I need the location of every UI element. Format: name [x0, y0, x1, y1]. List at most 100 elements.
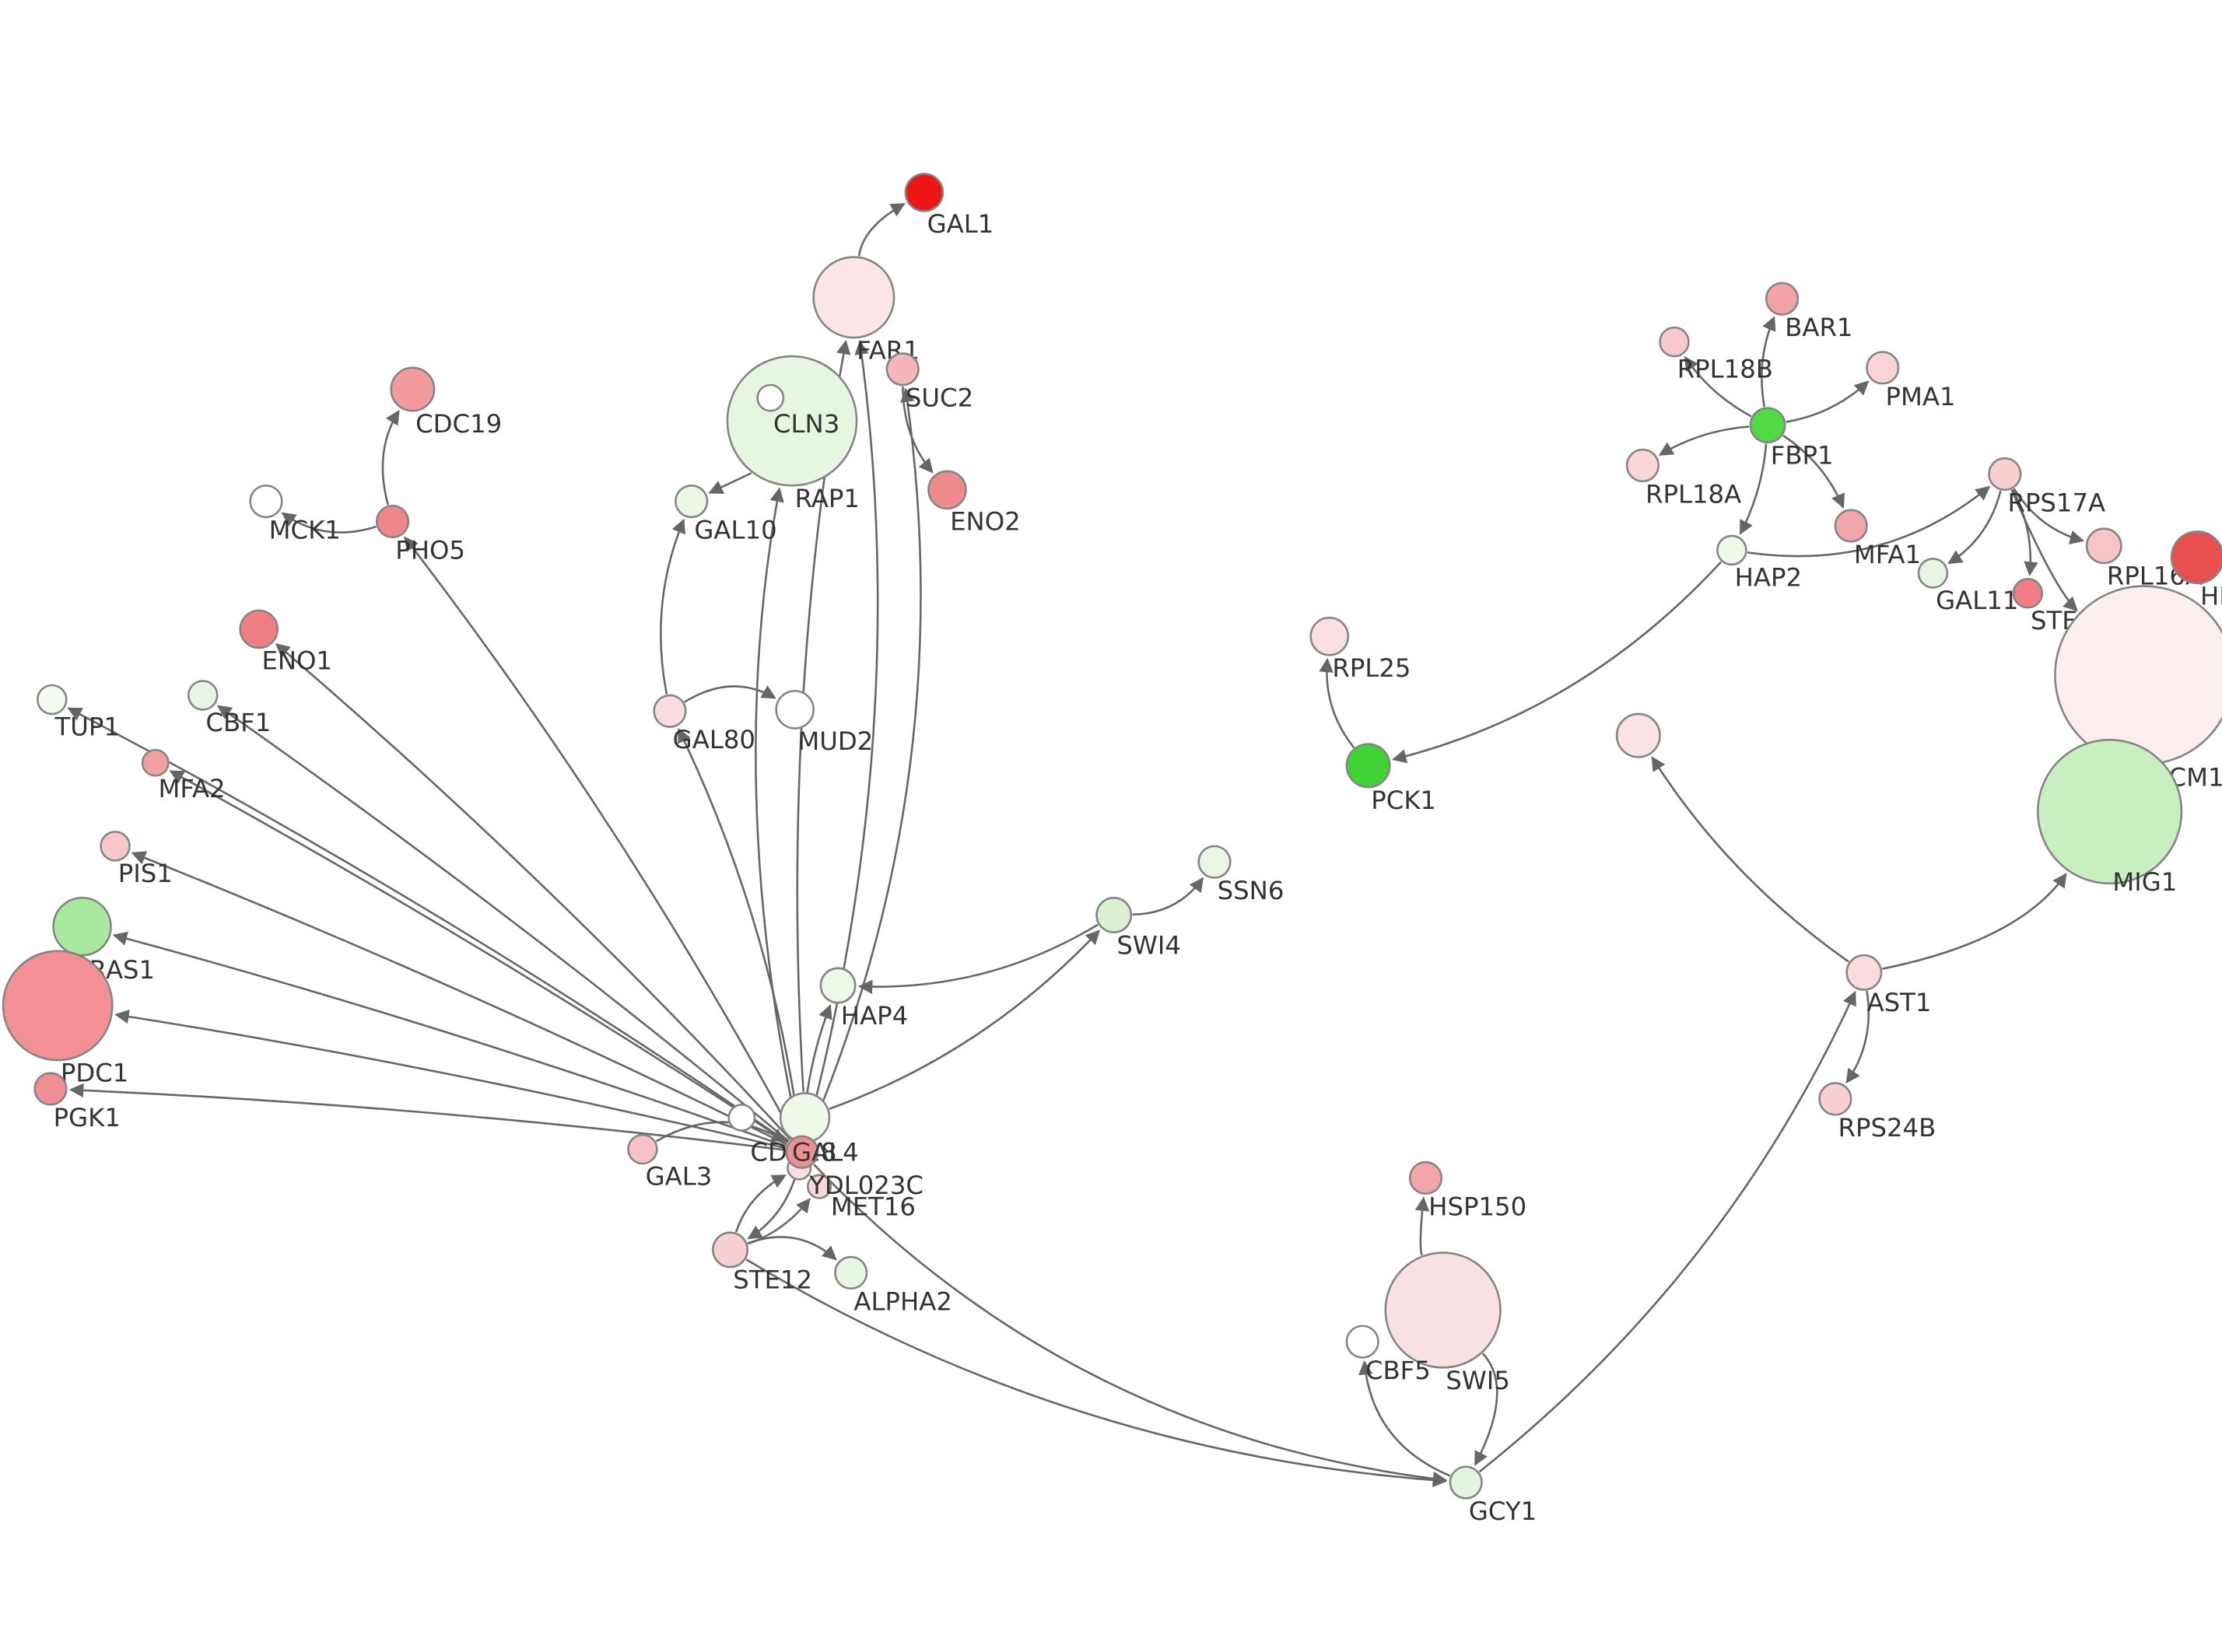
graph-node-SSN6: SSN6 [1197, 845, 1284, 905]
node-circle-SUC2[interactable] [885, 352, 920, 387]
node-circle-SWI4[interactable] [1095, 897, 1133, 933]
node-label-SUC2: SUC2 [906, 383, 973, 413]
graph-node-CBF1: CBF1 [187, 680, 271, 737]
graph-edge-FBP1-RPL18B [1684, 355, 1752, 418]
node-circle-GAL3[interactable] [627, 1133, 658, 1165]
node-circle-MFA1[interactable] [1834, 509, 1868, 543]
graph-edge-SWI5-HSP150 [1414, 1196, 1430, 1256]
graph-edge-GAL4-PDC1 [114, 1009, 786, 1150]
node-circle-FBP1[interactable] [1749, 407, 1786, 444]
graph-edge-GAL4-RAS1 [112, 931, 787, 1148]
node-circle-MCM1[interactable] [2054, 585, 2222, 765]
graph-node-ALPHA2: ALPHA2 [834, 1255, 952, 1316]
graph-node-PMA1: PMA1 [1866, 351, 1956, 411]
node-circle-MFA2[interactable] [141, 748, 170, 777]
node-circle-STE2[interactable] [2012, 578, 2044, 609]
graph-edge-RAP1-GAL10 [708, 472, 752, 494]
node-label-GAL80: GAL80 [673, 725, 755, 754]
node-circle-PDC1[interactable] [2, 950, 114, 1062]
graph-edge-FAR1-GAL1 [857, 202, 906, 257]
node-circle-HAP4[interactable] [819, 967, 857, 1004]
node-circle-MCK1[interactable] [249, 484, 283, 519]
node-label-PDC1: PDC1 [61, 1059, 128, 1088]
node-circle-FAR1[interactable] [812, 256, 895, 339]
node-circle-SWI5[interactable] [1384, 1251, 1502, 1369]
graph-edge-GAL4-GAL80 [678, 727, 801, 1136]
node-circle-RPL18B[interactable] [1659, 326, 1690, 358]
node-circle-RPS17A[interactable] [1988, 457, 2022, 492]
node-circle-GAL80[interactable] [653, 694, 687, 728]
graph-edge-FBP1-RPL18A [1658, 425, 1750, 457]
node-circle-PIS1[interactable] [100, 831, 131, 862]
graph-edge-GAL4-PIS1 [131, 851, 787, 1146]
node-circle-GAL11[interactable] [1917, 558, 1949, 589]
graph-edge-PCK1-RPL25 [1319, 657, 1355, 749]
node-circle-RPS24B[interactable] [1818, 1082, 1852, 1116]
graph-node-GAL11: GAL11 [1917, 558, 2018, 615]
node-label-RPS24B: RPS24B [1838, 1113, 1936, 1143]
graph-node-CLN3: CLN3 [756, 383, 839, 439]
node-circle-RPL25[interactable] [1309, 616, 1350, 656]
graph-node-PDC1: PDC1 [2, 950, 128, 1088]
node-circle-BAR1[interactable] [1765, 282, 1800, 316]
node-circle-CDC28[interactable] [779, 1092, 831, 1143]
node-circle-HSP150[interactable] [1408, 1160, 1443, 1195]
graph-edge-AST1-MIG1 [1882, 873, 2067, 970]
node-circle-GAL4[interactable] [785, 1135, 819, 1169]
node-label-GCY1: GCY1 [1469, 1496, 1537, 1526]
node-circle-MET16[interactable] [806, 1174, 832, 1199]
graph-edge-STE12-YDL023C [734, 1174, 787, 1233]
node-circle-MIG1[interactable] [2036, 738, 2183, 885]
node-circle-CBF5[interactable] [1345, 1325, 1379, 1359]
node-label-PCK1: PCK1 [1371, 786, 1436, 815]
graph-edge-GCY1-AST1 [1478, 990, 1856, 1473]
graph-node-ENO2: ENO2 [927, 470, 1021, 537]
graph-node-FAR1: FAR1 [812, 256, 920, 366]
node-circle-MUD2[interactable] [775, 690, 815, 730]
node-label-SWI5: SWI5 [1446, 1366, 1510, 1395]
graph-edge-RPS17A-STE2 [2011, 488, 2038, 576]
node-circle-STE12[interactable] [712, 1231, 749, 1269]
node-circle-SSN6[interactable] [1197, 845, 1232, 879]
node-circle-RPL18A[interactable] [1625, 448, 1659, 483]
node-circle-GCY1[interactable] [1449, 1465, 1483, 1500]
graph-edge-HAP2-PCK1 [1392, 561, 1723, 764]
graph-edge-HAP2-RPS17A [1747, 485, 1991, 558]
graph-edge-GAL3-GAL4 [655, 1121, 787, 1143]
node-circle-GAL10[interactable] [675, 484, 709, 519]
node-circle-PCK1[interactable] [1345, 743, 1391, 789]
node-circle-CBF1[interactable] [187, 680, 219, 711]
node-label-PGK1: PGK1 [54, 1103, 121, 1132]
node-label-HIS4: HIS4 [2200, 582, 2222, 611]
node-circle-unnamed-1[interactable] [1615, 712, 1661, 758]
node-circle-RPL16A[interactable] [2085, 527, 2122, 565]
graph-node-GCY1: GCY1 [1449, 1465, 1537, 1526]
graph-node-MUD2: MUD2 [775, 690, 873, 756]
graph-edge-GAL4-FAR1 [805, 340, 879, 1136]
node-circle-CLN3[interactable] [756, 383, 785, 412]
node-circle-unnamed-2[interactable] [727, 1104, 756, 1132]
node-circle-CDC19[interactable] [390, 366, 436, 412]
node-circle-ALPHA2[interactable] [834, 1255, 868, 1290]
node-circle-ENO2[interactable] [927, 470, 967, 510]
node-circle-HIS4[interactable] [2170, 530, 2222, 585]
node-circle-RAS1[interactable] [52, 897, 112, 957]
edges-layer [67, 202, 2085, 1488]
node-circle-PGK1[interactable] [33, 1072, 68, 1106]
node-circle-GAL1[interactable] [904, 173, 945, 212]
node-circle-TUP1[interactable] [37, 684, 68, 716]
node-circle-ENO1[interactable] [239, 609, 279, 649]
node-circle-PHO5[interactable] [375, 504, 410, 539]
node-circle-HAP2[interactable] [1716, 534, 1747, 566]
graph-edge-GAL4-ENO1 [275, 642, 791, 1140]
graph-edge-GAL4-MFA2 [169, 770, 789, 1144]
node-label-SSN6: SSN6 [1218, 876, 1284, 905]
node-label-TUP1: TUP1 [54, 712, 119, 742]
node-label-HAP2: HAP2 [1735, 563, 1802, 593]
node-circle-AST1[interactable] [1845, 954, 1883, 991]
node-label-CBF5: CBF5 [1365, 1356, 1431, 1385]
node-label-GAL11: GAL11 [1936, 586, 2018, 615]
node-circle-RAP1[interactable] [726, 355, 858, 487]
node-circle-PMA1[interactable] [1866, 351, 1900, 385]
